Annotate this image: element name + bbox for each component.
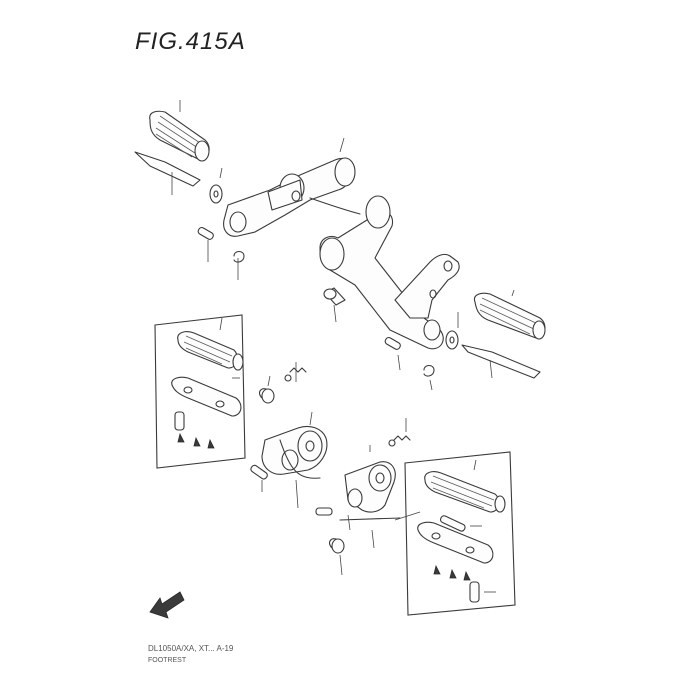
pin-lower-left [175, 412, 184, 430]
passenger-footrest-plate-left [172, 377, 241, 416]
clip-left [234, 252, 244, 263]
small-bolts-lower-right [434, 566, 470, 580]
leader-lines-left [172, 100, 344, 280]
lower-right-assembly-box [405, 452, 515, 615]
washer-left [210, 185, 222, 203]
figure-footer-caption: FOOTREST [148, 657, 187, 664]
detent-ball-spring-left [285, 368, 306, 381]
pin-right [384, 336, 401, 350]
footrest-plate-right [462, 345, 540, 378]
leader-lines-lower-left [220, 318, 312, 425]
spring-lower-right [330, 539, 344, 553]
lower-left-assembly-box [155, 315, 245, 468]
passenger-footrest-rubber-left [178, 332, 243, 370]
bolt-lower-left [250, 464, 269, 480]
passenger-bracket-right [340, 462, 400, 520]
figure-footer-model: DL1050A/XA, XT... A-19 [148, 644, 234, 653]
footrest-rubber-left [150, 111, 209, 161]
footrest-bracket-left [224, 158, 360, 236]
figure-title: FIG.415A [135, 28, 246, 55]
detent-spring-lower-right [389, 436, 410, 446]
passenger-footrest-plate-right [418, 522, 493, 563]
footrest-bracket-right [320, 196, 459, 349]
pin-lower-right [316, 508, 332, 515]
passenger-footrest-rubber-right [425, 472, 505, 512]
clip-right [424, 366, 434, 377]
leader-lines-lower-mid [262, 480, 298, 508]
small-bolts-lower-left [178, 434, 214, 448]
leader-lines-lower-right [340, 418, 420, 575]
footrest-plate-left [135, 152, 200, 186]
leader-lines-box-right [470, 460, 496, 592]
bolt-upper-right [324, 288, 345, 305]
pin-lower-box-right [470, 582, 479, 602]
pin-left [197, 226, 214, 240]
footrest-rubber-right [474, 293, 545, 339]
spring-left [260, 389, 274, 403]
front-direction-arrow-icon [150, 592, 184, 618]
leader-lines-right [334, 290, 514, 390]
washer-right [446, 331, 458, 349]
passenger-bracket-left [262, 426, 327, 478]
pin-box-right [440, 515, 467, 532]
